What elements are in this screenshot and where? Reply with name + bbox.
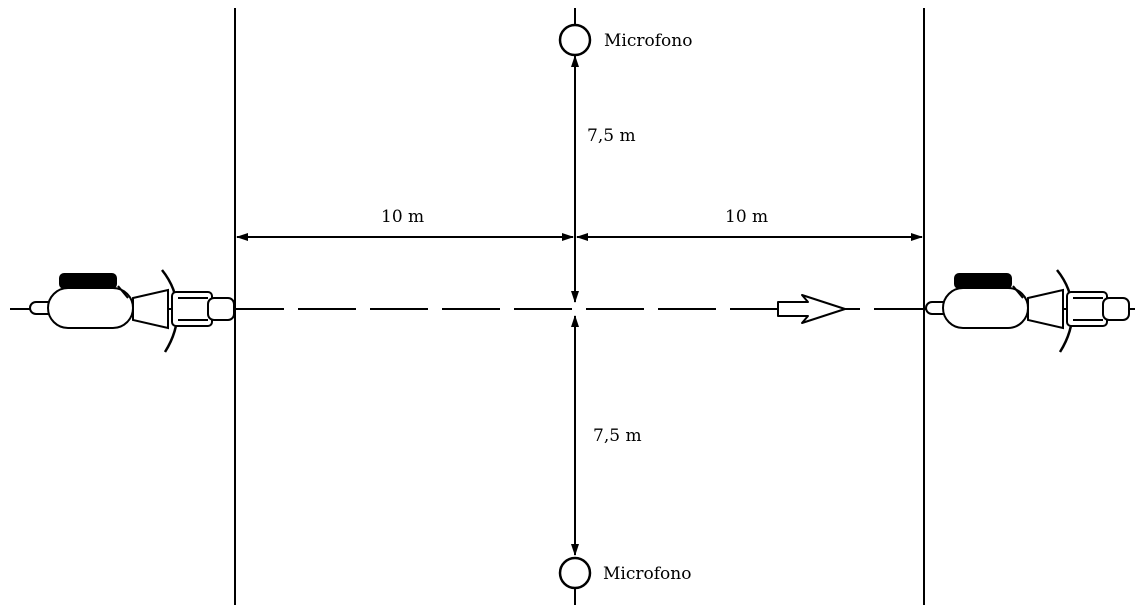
motorcycle-right-icon xyxy=(925,269,1130,353)
microphone-top-icon xyxy=(558,23,592,57)
distance-label-top: 7,5 m xyxy=(587,126,636,146)
direction-arrow-icon xyxy=(777,294,846,324)
microphone-bottom-icon xyxy=(558,556,592,590)
distance-label-bottom: 7,5 m xyxy=(593,426,642,446)
distance-label-left: 10 m xyxy=(381,207,424,227)
microphone-top-label: Microfono xyxy=(604,31,692,51)
microphone-bottom-label: Microfono xyxy=(603,564,691,584)
distance-label-right: 10 m xyxy=(725,207,768,227)
motorcycle-left-icon xyxy=(29,269,235,353)
